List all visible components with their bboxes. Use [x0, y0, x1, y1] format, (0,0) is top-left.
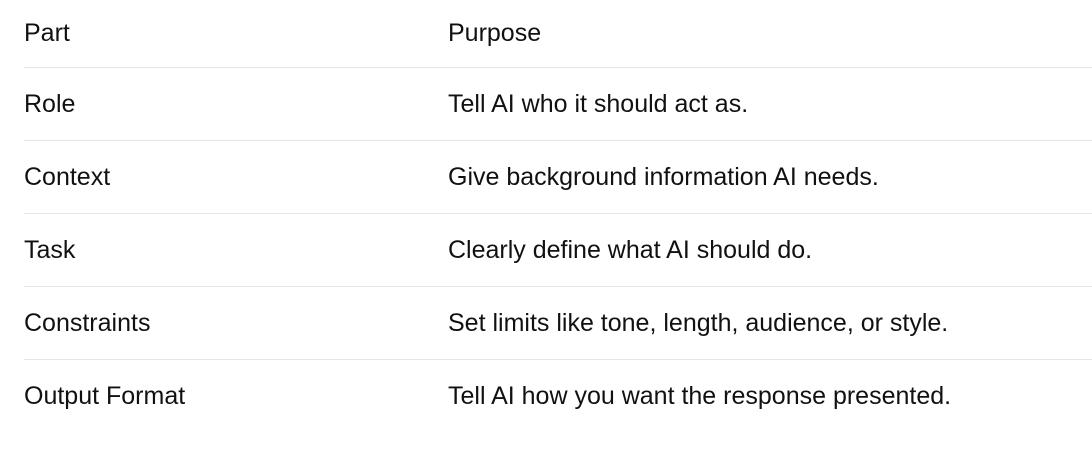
table-header-row: Part Purpose: [24, 0, 1092, 68]
table-row: Context Give background information AI n…: [24, 141, 1092, 214]
cell-part: Output Format: [24, 382, 186, 410]
cell-part: Constraints: [24, 308, 151, 337]
table-row: Output Format Tell AI how you want the r…: [24, 360, 1092, 433]
table-row: Role Tell AI who it should act as.: [24, 68, 1092, 141]
table-row: Constraints Set limits like tone, length…: [24, 287, 1092, 360]
table-row: Task Clearly define what AI should do.: [24, 214, 1092, 287]
cell-part: Context: [24, 162, 111, 191]
cell-part: Role: [24, 89, 76, 118]
header-part: Part: [24, 19, 70, 47]
cell-purpose: Tell AI who it should act as.: [448, 89, 749, 118]
cell-purpose: Clearly define what AI should do.: [448, 235, 813, 264]
prompt-parts-table: Part Purpose Role Tell AI who it should …: [24, 0, 1092, 433]
cell-purpose: Tell AI how you want the response presen…: [448, 382, 952, 410]
header-purpose: Purpose: [448, 19, 542, 47]
cell-part: Task: [24, 235, 76, 264]
cell-purpose: Give background information AI needs.: [448, 162, 879, 191]
cell-purpose: Set limits like tone, length, audience, …: [448, 308, 949, 337]
